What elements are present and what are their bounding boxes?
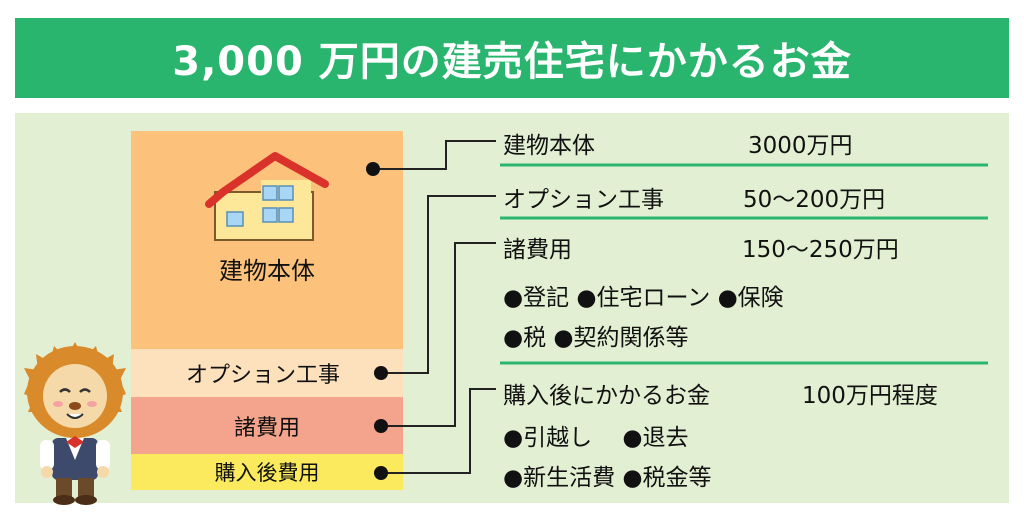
- item-option-amount: 50～200万円: [743, 187, 886, 213]
- block-misc-label: 諸費用: [233, 415, 300, 441]
- item-after-detail: ●新生活費 ●税金等: [503, 465, 712, 491]
- block-option: オプション工事: [131, 349, 403, 397]
- item-after-amount: 100万円程度: [802, 383, 938, 409]
- item-after-label: 購入後にかかるお金: [503, 383, 710, 409]
- lion-mascot-icon: [24, 342, 126, 505]
- block-option-label: オプション工事: [185, 363, 340, 388]
- item-misc-detail: ●税 ●契約関係等: [503, 325, 689, 351]
- connector-dot: [374, 366, 388, 380]
- item-misc-amount: 150～250万円: [742, 237, 899, 263]
- item-option-label: オプション工事: [503, 187, 664, 213]
- item-building-amount: 3000万円: [748, 133, 853, 159]
- page-title: 3,000 万円の建売住宅にかかるお金: [172, 39, 852, 85]
- item-after-detail: ●引越し ●退去: [503, 425, 689, 451]
- house-icon: [205, 152, 329, 241]
- item-misc-detail: ●登記 ●住宅ローン ●保険: [503, 285, 784, 311]
- item-misc-label: 諸費用: [503, 237, 572, 263]
- connector-dot: [366, 162, 380, 176]
- block-after: 購入後費用: [131, 454, 403, 490]
- connector-dot: [374, 419, 388, 433]
- block-building: 建物本体: [131, 131, 403, 349]
- item-building-label: 建物本体: [503, 133, 595, 159]
- block-after-label: 購入後費用: [214, 461, 320, 485]
- block-misc: 諸費用: [131, 397, 403, 454]
- title-bar: 3,000 万円の建売住宅にかかるお金: [15, 18, 1009, 98]
- block-building-label: 建物本体: [219, 256, 315, 285]
- connector-dot: [374, 466, 388, 480]
